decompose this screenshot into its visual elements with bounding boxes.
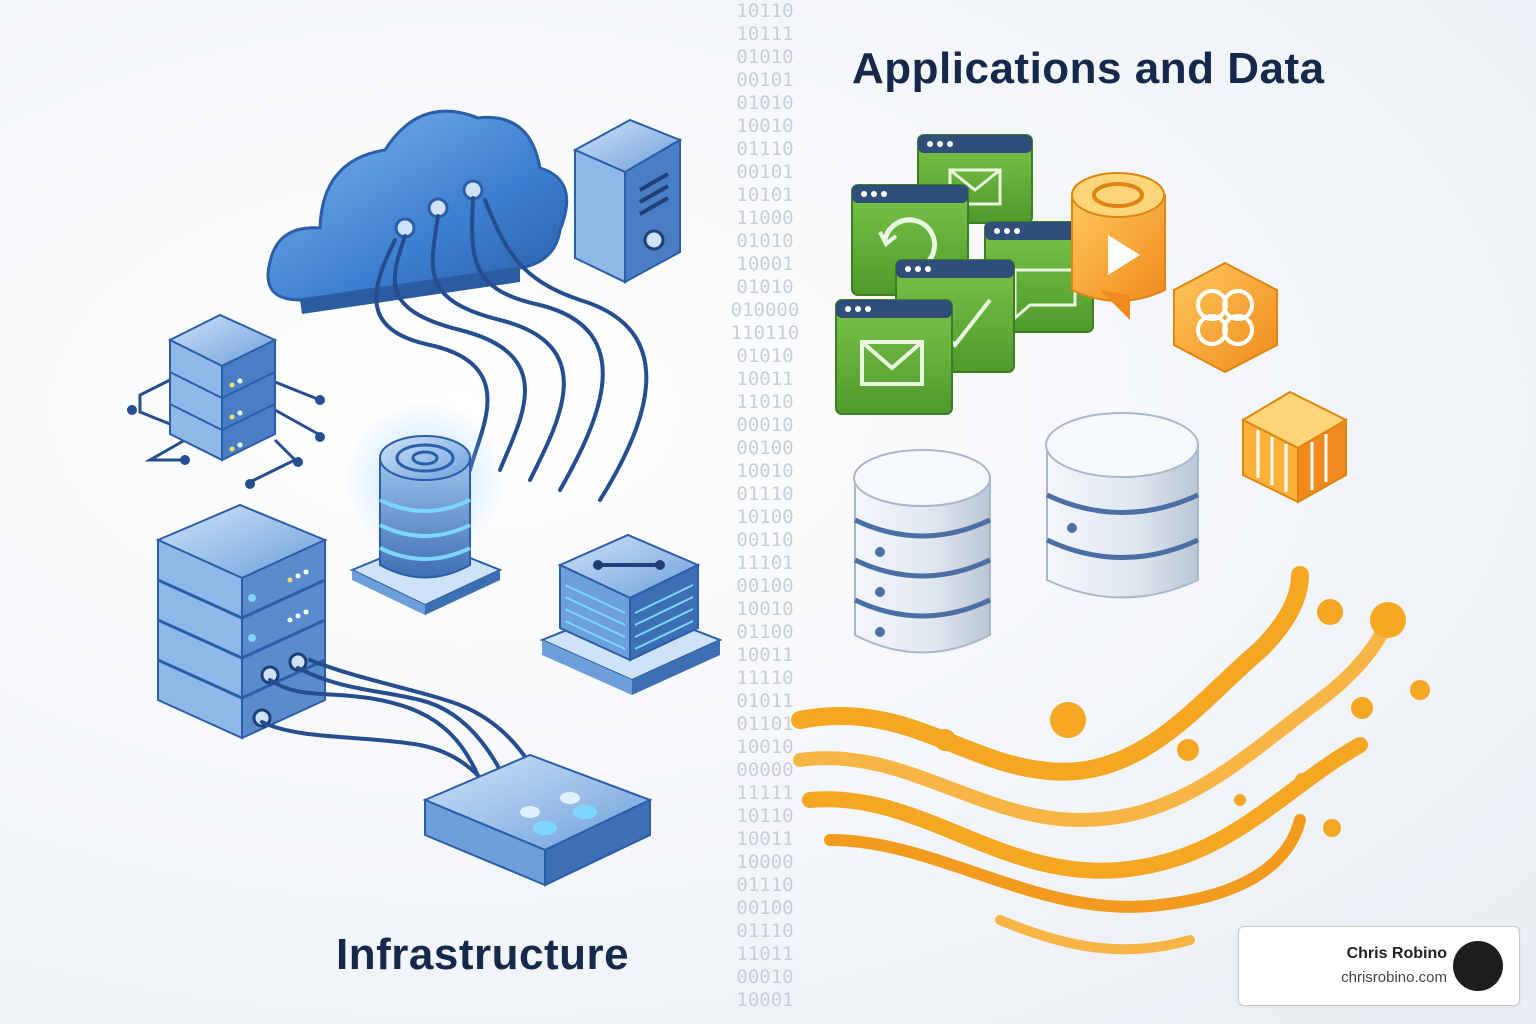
author-name: Chris Robino — [1346, 945, 1447, 962]
cloud-icon — [266, 109, 569, 314]
binary-line: 00010 — [736, 966, 794, 988]
binary-line: 10100 — [736, 506, 794, 528]
storage-drum-icon — [345, 400, 505, 615]
binary-line: 01101 — [736, 713, 794, 735]
binary-line: 10011 — [736, 828, 794, 850]
data-particles — [934, 599, 1430, 837]
binary-line: 01100 — [736, 621, 794, 643]
binary-line: 00101 — [736, 161, 794, 183]
binary-line: 01110 — [736, 138, 794, 160]
hexagon-cluster-icon — [1173, 261, 1278, 374]
binary-line: 10111 — [736, 23, 794, 45]
binary-line: 01110 — [736, 483, 794, 505]
binary-line: 10010 — [736, 460, 794, 482]
network-switch-icon — [539, 533, 723, 695]
binary-line: 10001 — [736, 989, 794, 1011]
media-scroll-icon — [1071, 172, 1166, 320]
email-window-icon-3 — [835, 299, 953, 415]
binary-line: 10011 — [736, 368, 794, 390]
binary-line: 10001 — [736, 253, 794, 275]
binary-line: 10011 — [736, 644, 794, 666]
tower-server-icon — [572, 118, 683, 284]
binary-line: 01010 — [736, 345, 794, 367]
binary-line: 11010 — [736, 391, 794, 413]
binary-line: 01010 — [736, 276, 794, 298]
router-icon — [422, 753, 653, 887]
database-icon — [853, 449, 992, 654]
binary-line: 10101 — [736, 184, 794, 206]
building-cube-icon — [1240, 390, 1349, 504]
binary-line: 01110 — [736, 920, 794, 942]
binary-line: 10010 — [736, 598, 794, 620]
author-website: chrisrobino.com — [1341, 969, 1447, 986]
binary-line: 11101 — [736, 552, 794, 574]
binary-line: 00101 — [736, 69, 794, 91]
database-icon-2 — [1045, 412, 1200, 599]
applications-title: Applications and Data — [852, 44, 1325, 93]
binary-line: 00000 — [736, 759, 794, 781]
binary-line: 10110 — [736, 805, 794, 827]
data-stream-icon — [791, 566, 1392, 955]
binary-line: 10010 — [736, 736, 794, 758]
google-me-logo — [1448, 936, 1508, 996]
credit-card: Chris Robino chrisrobino.com — [1238, 926, 1520, 1006]
server-stack-icon — [155, 503, 328, 740]
binary-line: 010000 — [730, 299, 800, 321]
binary-line: 00100 — [736, 897, 794, 919]
binary-line: 10110 — [736, 0, 794, 22]
binary-line: 10000 — [736, 851, 794, 873]
binary-line: 01010 — [736, 230, 794, 252]
binary-line: 01010 — [736, 92, 794, 114]
binary-line: 11000 — [736, 207, 794, 229]
rack-server-icon — [127, 313, 325, 489]
infrastructure-title: Infrastructure — [336, 930, 630, 979]
binary-line: 01011 — [736, 690, 794, 712]
cloud-cables — [374, 196, 649, 502]
binary-line: 00110 — [736, 529, 794, 551]
binary-line: 11110 — [736, 667, 794, 689]
binary-line: 11011 — [736, 943, 794, 965]
binary-line: 110110 — [730, 322, 800, 344]
binary-line: 11111 — [736, 782, 794, 804]
binary-line: 00010 — [736, 414, 794, 436]
binary-line: 01110 — [736, 874, 794, 896]
binary-line: 10010 — [736, 115, 794, 137]
binary-line: 01010 — [736, 46, 794, 68]
binary-line: 00100 — [736, 575, 794, 597]
binary-line: 00100 — [736, 437, 794, 459]
